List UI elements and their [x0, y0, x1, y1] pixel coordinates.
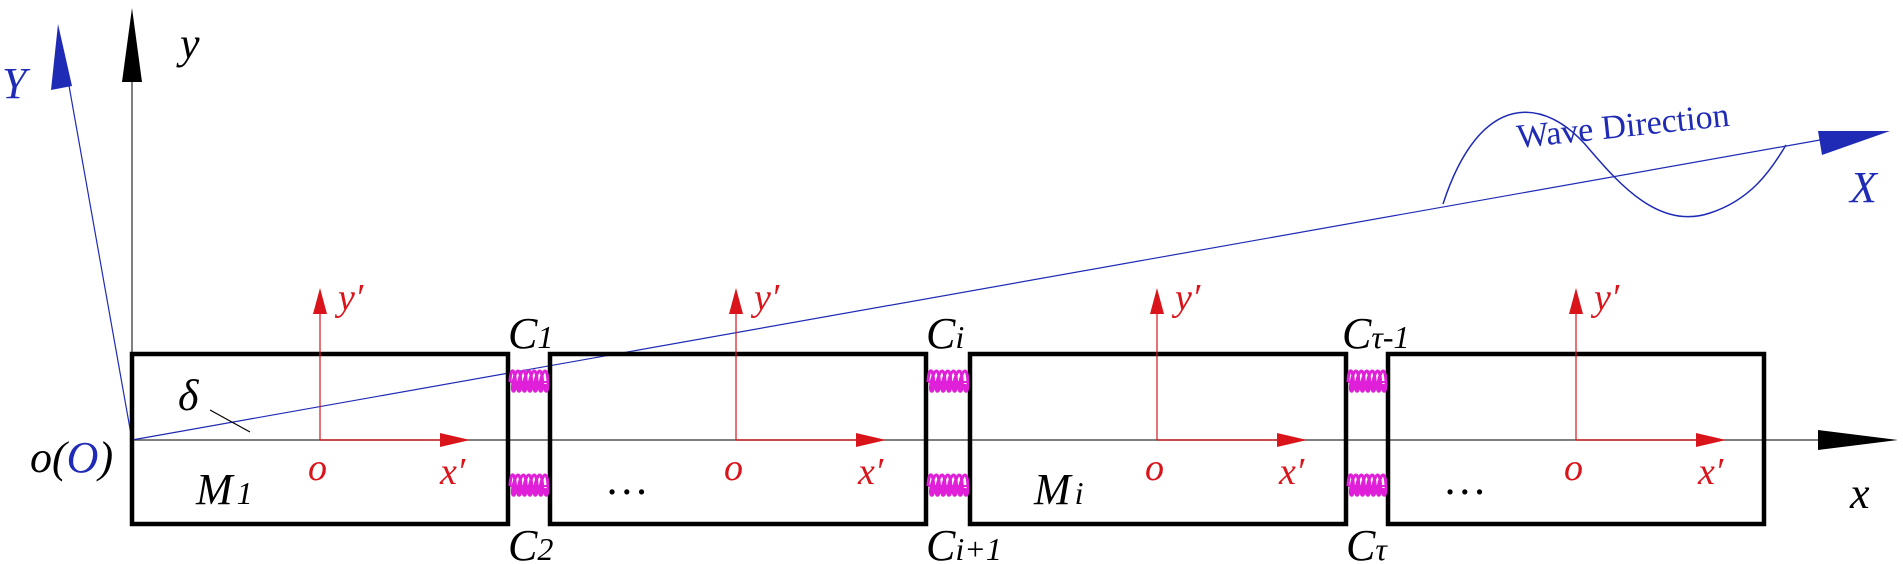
local-2-origin-label: o [724, 447, 743, 489]
local-axes-1 [313, 288, 470, 447]
local-2-y-label: y′ [750, 277, 780, 319]
angle-leader-line [209, 409, 251, 433]
local-axes-2 [729, 288, 886, 447]
wave-direction-label: Wave Direction [1515, 97, 1731, 156]
rotated-y-axis [51, 24, 133, 441]
connector-3-top-label: Cτ-1 [1342, 309, 1409, 358]
spring-connectors [508, 369, 1388, 497]
module-2-box [547, 351, 929, 527]
local-1-origin-label: o [308, 447, 327, 489]
connector-2-bottom-label: Ci+1 [926, 521, 1002, 564]
local-3-y-label: y′ [1171, 277, 1201, 319]
local-1-y-label: y′ [334, 277, 364, 319]
module-2-mass-label: … [608, 455, 647, 504]
module-4-mass-label: … [1446, 455, 1485, 504]
local-3-x-label: x′ [1278, 451, 1305, 493]
angle-delta-label: δ [178, 371, 200, 420]
local-3-origin-label: o [1145, 447, 1164, 489]
local-1-x-label: x′ [439, 451, 466, 493]
origin-label: o(O) [30, 433, 113, 482]
rotated-x-axis [131, 131, 1890, 441]
rotated-x-arrowhead [1818, 131, 1890, 155]
local-4-x-label: x′ [1697, 451, 1724, 493]
global-x-arrowhead [1818, 430, 1898, 450]
rotated-x-label: X [1848, 163, 1879, 212]
rotated-y-label: Y [2, 59, 31, 108]
connector-1-top-label: C1 [508, 309, 553, 358]
local-axes-4 [1569, 288, 1726, 447]
global-x-axis-label: x [1849, 469, 1870, 518]
global-y-arrowhead [122, 8, 142, 82]
local-4-origin-label: o [1564, 447, 1583, 489]
local-4-y-label: y′ [1590, 277, 1620, 319]
wave-curve [1442, 111, 1787, 218]
connector-3-bottom-label: Cτ [1346, 521, 1388, 564]
rotated-y-arrowhead [51, 24, 72, 90]
local-2-x-label: x′ [857, 451, 884, 493]
connector-2-top-label: Ci [926, 309, 964, 358]
module-3-box [967, 351, 1349, 527]
global-y-label: y [176, 19, 200, 68]
local-axes-3 [1150, 288, 1307, 447]
connector-1-bottom-label: C2 [508, 521, 553, 564]
